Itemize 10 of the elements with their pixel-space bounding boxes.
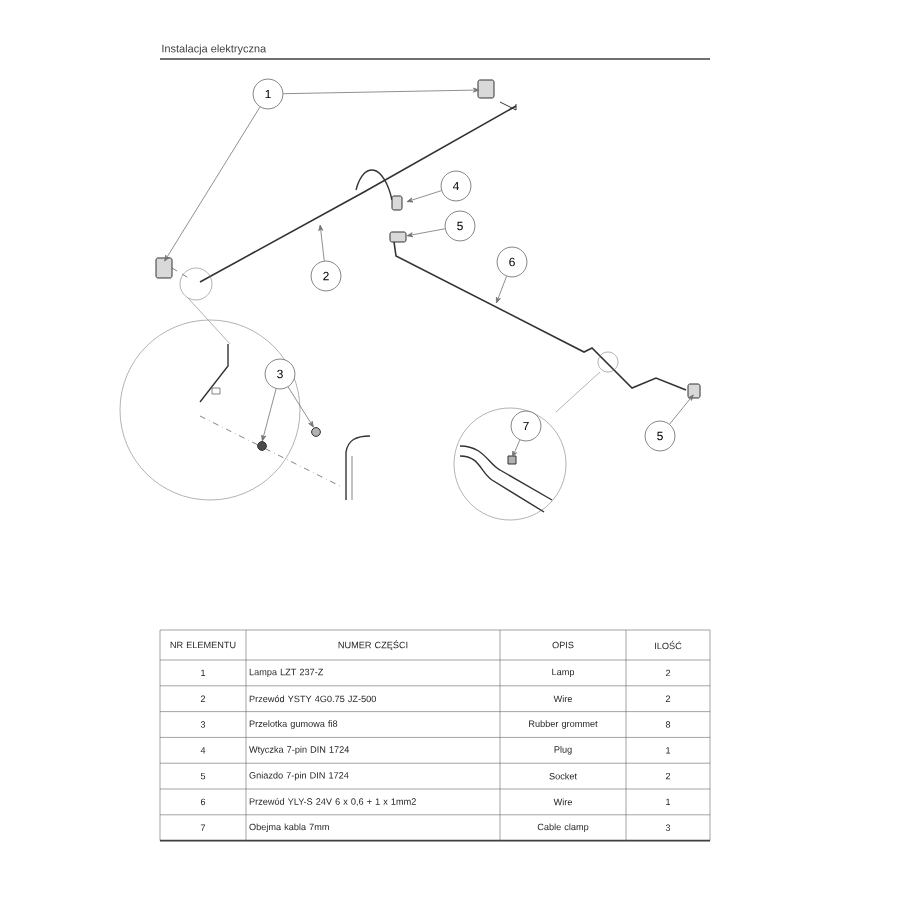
leader-line: [496, 275, 507, 304]
leader-line: [164, 106, 261, 262]
leader-line: [282, 87, 480, 95]
leader-line: [669, 394, 694, 425]
leader-line: [406, 190, 442, 203]
leader-line: [261, 388, 277, 442]
leader-line: [512, 439, 521, 458]
leader-line: [406, 228, 446, 238]
leader-line: [287, 386, 314, 428]
leader-line: [318, 224, 325, 262]
